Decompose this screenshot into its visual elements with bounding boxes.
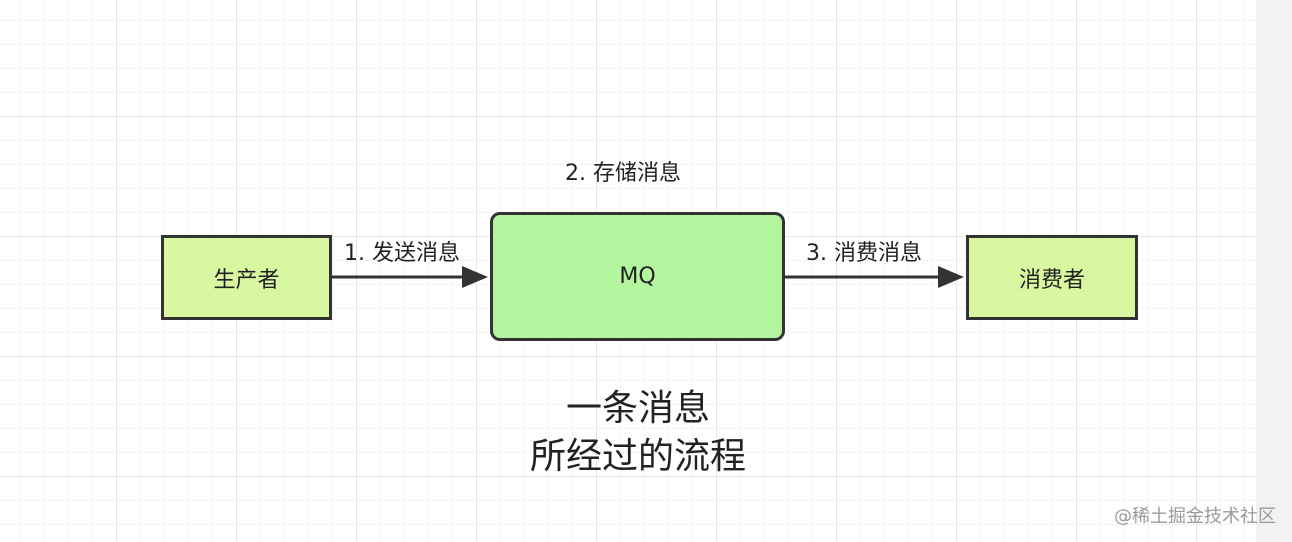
- caption-line-2: 所经过的流程: [529, 436, 746, 477]
- producer-label: 生产者: [213, 267, 280, 293]
- producer-node[interactable]: 生产者: [161, 235, 332, 320]
- edge-label-consume: 3. 消费消息: [806, 241, 922, 266]
- watermark: @稀土掘金技术社区: [1114, 506, 1276, 527]
- arrow-producer-to-mq: [332, 266, 488, 288]
- mq-label: MQ: [619, 264, 656, 289]
- consumer-node[interactable]: 消费者: [966, 235, 1138, 320]
- edge-label-send: 1. 发送消息: [344, 241, 460, 266]
- edge-label-store: 2. 存储消息: [565, 161, 681, 186]
- caption-line-1: 一条消息: [565, 388, 710, 429]
- diagram-caption: 一条消息 所经过的流程: [468, 385, 808, 481]
- mq-node[interactable]: MQ: [490, 212, 785, 341]
- side-scroll-strip[interactable]: [1256, 0, 1292, 542]
- diagram-canvas: 生产者 MQ 消费者 1. 发送消息 2. 存储消息 3. 消费消息 一条消息 …: [0, 0, 1256, 542]
- consumer-label: 消费者: [1018, 267, 1085, 293]
- arrow-mq-to-consumer: [785, 266, 964, 288]
